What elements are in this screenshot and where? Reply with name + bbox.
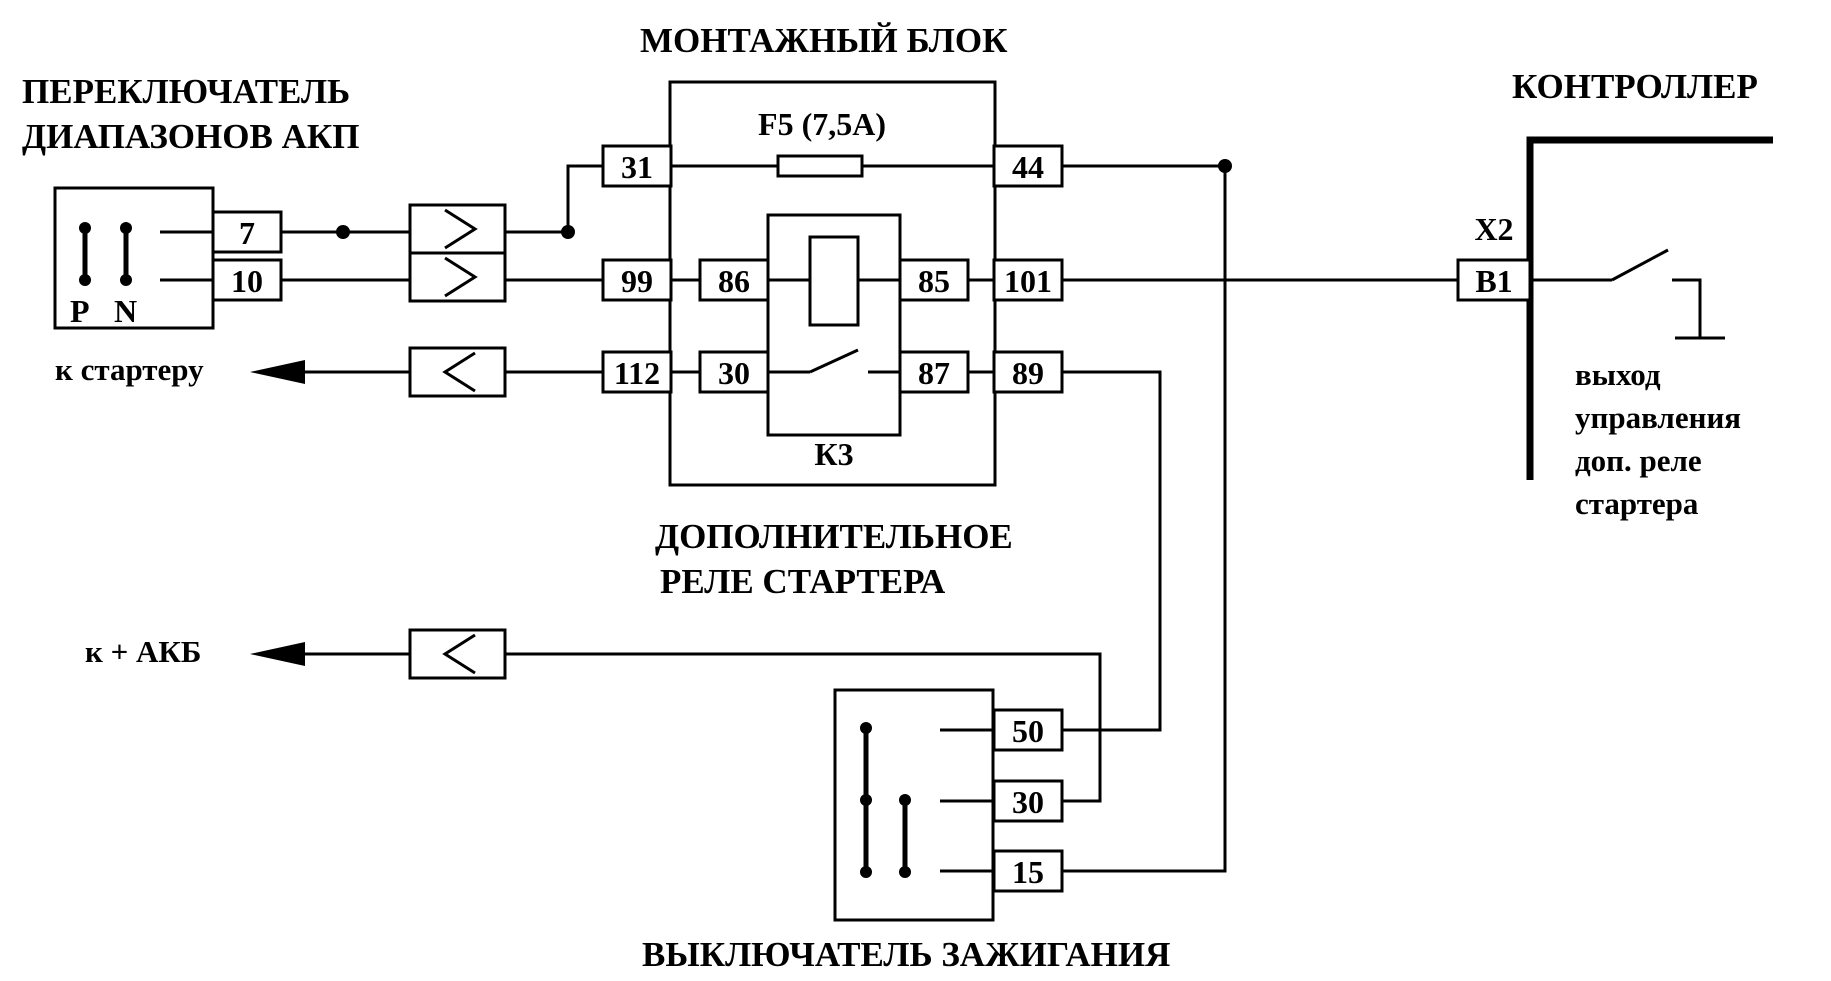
block-pin-31: 31	[621, 149, 653, 185]
block-pin-112: 112	[614, 355, 660, 391]
relay-pin-87: 87	[918, 355, 950, 391]
range-switch-title-line1: ПЕРЕКЛЮЧАТЕЛЬ	[22, 72, 350, 111]
relay-k3: К3	[766, 213, 902, 472]
range-switch-pin-10: 10	[231, 263, 263, 299]
ignition-pin-30: 30	[1012, 784, 1044, 820]
arrow-left-icon	[250, 360, 305, 384]
ignition-pin-15: 15	[1012, 854, 1044, 890]
switch-position-p: P	[70, 293, 90, 329]
mounting-block-title: МОНТАЖНЫЙ БЛОК	[640, 21, 1008, 60]
switch-position-n: N	[114, 293, 137, 329]
fuse-label: F5 (7,5А)	[758, 106, 886, 142]
ignition-switch-title: ВЫКЛЮЧАТЕЛЬ ЗАЖИГАНИЯ	[642, 935, 1170, 974]
harness-connector-battery	[408, 628, 507, 680]
to-battery-label: к + АКБ	[85, 634, 201, 669]
relay-pin-85: 85	[918, 263, 950, 299]
block-pin-99: 99	[621, 263, 653, 299]
harness-connector-top	[408, 203, 507, 255]
block-pin-89: 89	[1012, 355, 1044, 391]
block-pin-101: 101	[1004, 263, 1052, 299]
mounting-block: F5 (7,5А) К3 31 99 112 86 30 85	[601, 80, 1064, 487]
ignition-switch: 50 30 15	[833, 688, 1064, 922]
range-switch-title-line2: ДИАПАЗОНОВ АКП	[22, 117, 359, 156]
range-switch-pin-7: 7	[239, 215, 255, 251]
arrow-left-icon	[250, 642, 305, 666]
relay-pin-86: 86	[718, 263, 750, 299]
controller-output-line2: управления	[1575, 400, 1741, 435]
controller: B1 X2 выход управления доп. реле стартер…	[1456, 136, 1773, 521]
ignition-pin-50: 50	[1012, 713, 1044, 749]
block-pin-44: 44	[1012, 149, 1044, 185]
junction-dot	[336, 225, 350, 239]
to-starter-label: к стартеру	[55, 352, 204, 387]
relay-pin-30: 30	[718, 355, 750, 391]
harness-connector-starter	[408, 346, 507, 398]
controller-output-line3: доп. реле	[1575, 443, 1702, 478]
aux-relay-title-line2: РЕЛЕ СТАРТЕРА	[660, 562, 946, 601]
aux-relay-title-line1: ДОПОЛНИТЕЛЬНОЕ	[655, 517, 1013, 556]
controller-output-line4: стартера	[1575, 486, 1699, 521]
connector-x2-label: X2	[1474, 211, 1513, 247]
relay-name: К3	[814, 436, 853, 472]
controller-output-line1: выход	[1575, 357, 1661, 392]
junction-dot	[1218, 159, 1232, 173]
junction-dot	[561, 225, 575, 239]
range-switch: P N 7 10	[53, 186, 283, 330]
controller-title: КОНТРОЛЛЕР	[1512, 67, 1758, 106]
harness-connector-middle	[408, 251, 507, 303]
controller-pin-b1: B1	[1475, 263, 1512, 299]
